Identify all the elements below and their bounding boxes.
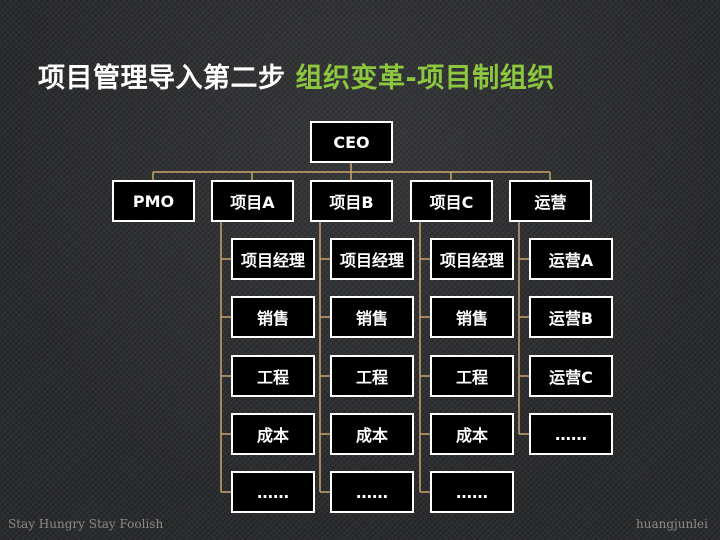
node-project-a-more: …… [231, 471, 315, 513]
node-operations: 运营 [509, 180, 592, 222]
node-project-a-sales: 销售 [231, 296, 315, 338]
title-main: 项目管理导入第二步 [38, 63, 286, 94]
node-project-c-manager: 项目经理 [430, 238, 514, 280]
node-project-b-sales: 销售 [330, 296, 414, 338]
node-project-c-sales: 销售 [430, 296, 514, 338]
node-project-b-manager: 项目经理 [330, 238, 414, 280]
node-project-b-cost: 成本 [330, 413, 414, 455]
node-project-a-manager: 项目经理 [231, 238, 315, 280]
node-project-b-engineering: 工程 [330, 355, 414, 397]
footer-slogan: Stay Hungry Stay Foolish [8, 517, 164, 531]
node-project-b: 项目B [310, 180, 393, 222]
page-title: 项目管理导入第二步组织变革-项目制组织 [38, 56, 555, 95]
footer-author: huangjunlei [636, 517, 708, 531]
node-operations-more: …… [529, 413, 613, 455]
node-operations-a: 运营A [529, 238, 613, 280]
node-operations-b: 运营B [529, 296, 613, 338]
node-project-a: 项目A [211, 180, 294, 222]
node-project-a-engineering: 工程 [231, 355, 315, 397]
node-project-a-cost: 成本 [231, 413, 315, 455]
node-ceo: CEO [310, 121, 393, 163]
title-accent: 组织变革-项目制组织 [295, 63, 555, 94]
node-project-c-more: …… [430, 471, 514, 513]
node-operations-c: 运营C [529, 355, 613, 397]
node-project-c-cost: 成本 [430, 413, 514, 455]
node-project-b-more: …… [330, 471, 414, 513]
node-project-c: 项目C [410, 180, 493, 222]
node-pmo: PMO [112, 180, 195, 222]
node-project-c-engineering: 工程 [430, 355, 514, 397]
